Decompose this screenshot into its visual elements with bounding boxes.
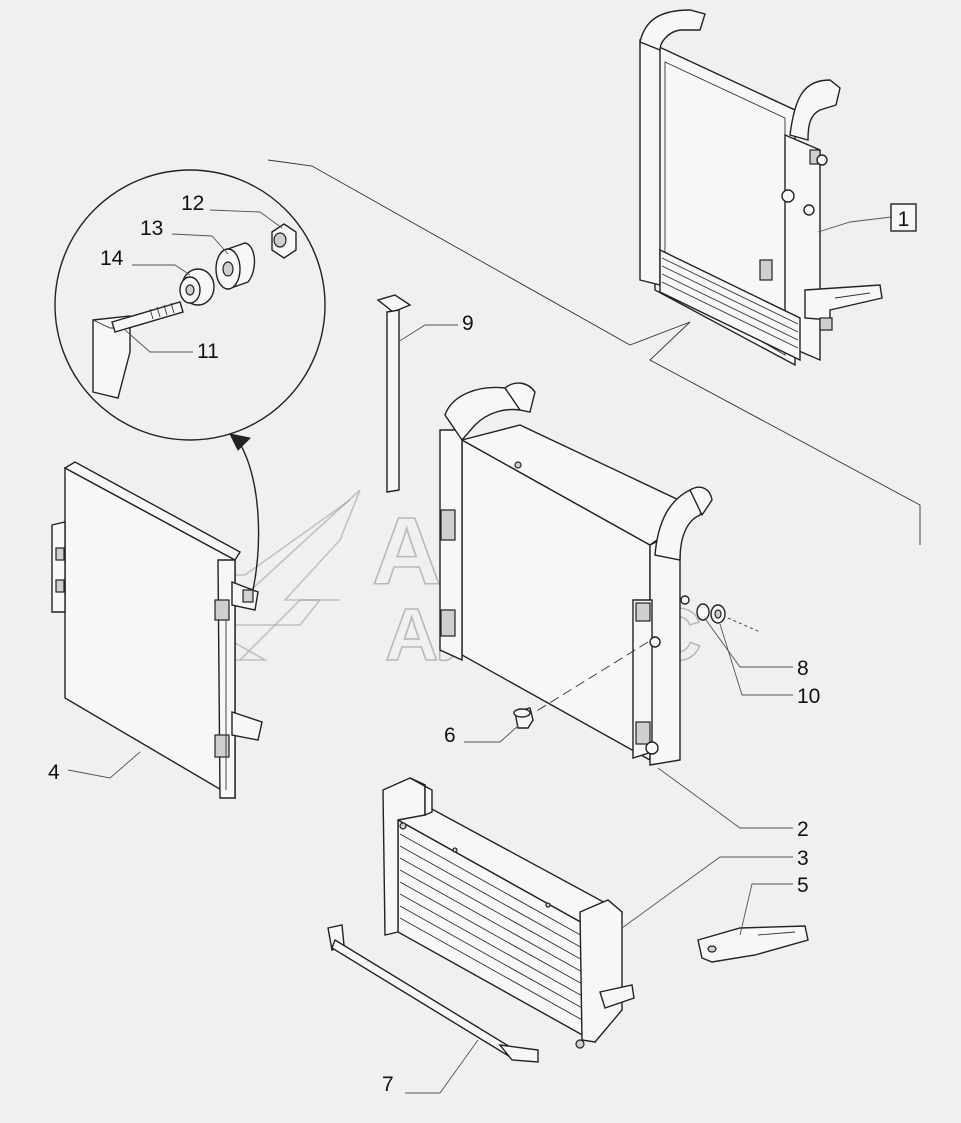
bracket-stud-part-11	[92, 301, 184, 399]
callout-3-label: 3	[797, 847, 809, 870]
callout-4-label: 4	[48, 761, 60, 784]
callout-12-label: 12	[181, 192, 204, 215]
cooler-part-3	[382, 777, 635, 1049]
callout-13-label: 13	[140, 217, 163, 240]
callout-7-label: 7	[382, 1073, 394, 1096]
washer-part-8	[696, 603, 710, 621]
assembly-outline	[267, 159, 921, 545]
washer-part-14	[179, 268, 215, 306]
callout-9-label: 9	[462, 312, 474, 335]
bushing-part-13	[215, 242, 256, 290]
detail-callout-circle	[54, 169, 326, 591]
callout-6-label: 6	[444, 724, 456, 747]
nut-part-12	[271, 223, 297, 259]
bracket-part-5	[697, 925, 809, 963]
callout-11-label: 11	[197, 340, 219, 363]
callout-1-box	[890, 203, 917, 232]
leader-lines	[67, 209, 892, 1094]
grommet-part-10	[710, 604, 726, 624]
callout-1-label: 1	[898, 208, 910, 231]
callout-5-label: 5	[797, 874, 809, 897]
callout-14-label: 14	[100, 247, 124, 270]
radiator-part-2	[439, 382, 713, 766]
condenser-part-4	[51, 461, 263, 800]
tie-rod-part-7	[327, 924, 539, 1063]
callout-10-label: 10	[797, 685, 820, 708]
radiator-assembly-part-1	[639, 9, 883, 367]
rubber-mount-part-6	[513, 707, 534, 729]
callout-1: 1	[890, 203, 917, 232]
callout-2-label: 2	[797, 818, 809, 841]
callout-8-label: 8	[797, 657, 809, 680]
long-bolt-part-9	[376, 294, 412, 493]
